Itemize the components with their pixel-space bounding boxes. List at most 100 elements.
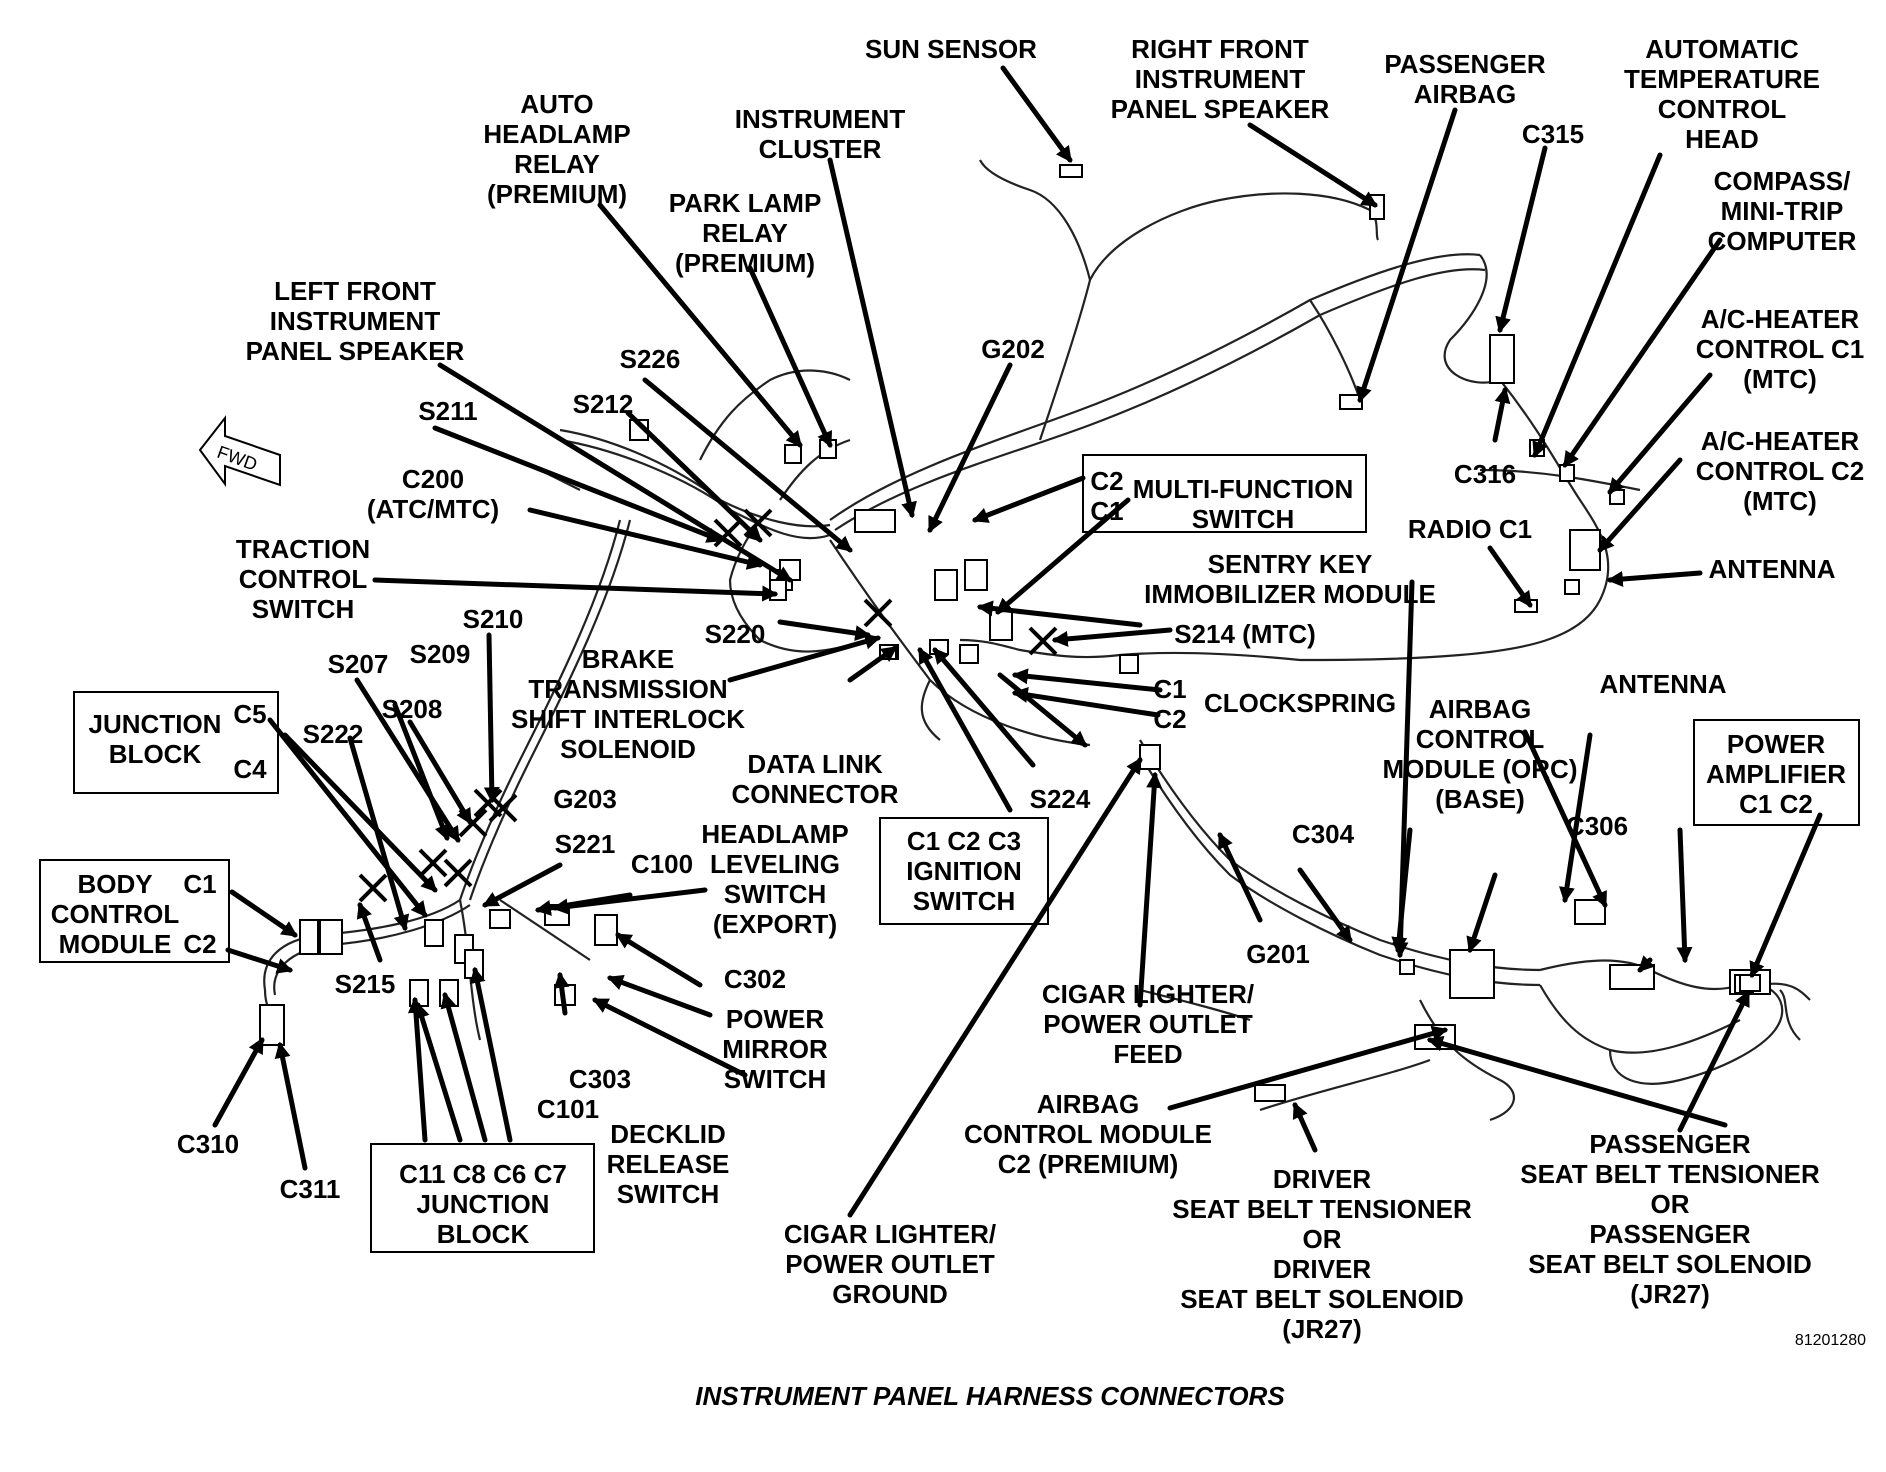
label-atc-head: AUTOMATIC TEMPERATURE CONTROL HEAD [1624, 34, 1820, 154]
label-brake-shift-interlock: BRAKE TRANSMISSION SHIFT INTERLOCK SOLEN… [511, 644, 745, 764]
label-c316: C316 [1454, 459, 1516, 489]
svg-text:C1 C2: C1 C2 [1739, 789, 1813, 819]
svg-text:TEMPERATURE: TEMPERATURE [1624, 64, 1820, 94]
svg-text:PASSENGER: PASSENGER [1384, 49, 1546, 79]
svg-text:GROUND: GROUND [832, 1279, 948, 1309]
label-c304: C304 [1292, 819, 1355, 849]
svg-text:A/C-HEATER: A/C-HEATER [1701, 304, 1860, 334]
svg-text:FEED: FEED [1113, 1039, 1182, 1069]
svg-text:AUTO: AUTO [520, 89, 593, 119]
label-c100: C100 [631, 849, 693, 879]
svg-text:CIGAR LIGHTER/: CIGAR LIGHTER/ [784, 1219, 996, 1249]
label-g203: G203 [553, 784, 617, 814]
svg-text:BRAKE: BRAKE [582, 644, 674, 674]
svg-text:CIGAR LIGHTER/: CIGAR LIGHTER/ [1042, 979, 1254, 1009]
label-s210: S210 [463, 604, 524, 634]
svg-text:C11 C8 C6 C7: C11 C8 C6 C7 [399, 1159, 567, 1189]
label-sentry-key: SENTRY KEY IMMOBILIZER MODULE [1144, 549, 1436, 609]
label-junction-block-c5-c4: JUNCTION BLOCK C5 C4 [89, 699, 268, 784]
svg-text:RELAY: RELAY [702, 218, 788, 248]
svg-text:RELEASE: RELEASE [607, 1149, 730, 1179]
svg-text:AIRBAG: AIRBAG [1037, 1089, 1140, 1119]
svg-text:C1 C2 C3: C1 C2 C3 [907, 826, 1021, 856]
svg-text:SWITCH: SWITCH [724, 1064, 827, 1094]
label-s221: S221 [555, 829, 616, 859]
label-instrument-cluster: INSTRUMENT CLUSTER [735, 104, 906, 164]
svg-text:OR: OR [1303, 1224, 1342, 1254]
svg-text:SEAT BELT TENSIONER: SEAT BELT TENSIONER [1172, 1194, 1472, 1224]
label-s222: S222 [303, 719, 364, 749]
svg-text:JUNCTION: JUNCTION [417, 1189, 550, 1219]
svg-text:INSTRUMENT: INSTRUMENT [270, 306, 441, 336]
svg-text:IMMOBILIZER MODULE: IMMOBILIZER MODULE [1144, 579, 1436, 609]
label-radio-c1: RADIO C1 [1408, 514, 1532, 544]
svg-text:(MTC): (MTC) [1743, 486, 1817, 516]
svg-text:C2: C2 [1153, 704, 1186, 734]
multi-function-switch-box [1082, 454, 1367, 533]
svg-text:JUNCTION: JUNCTION [89, 709, 222, 739]
svg-text:AIRBAG: AIRBAG [1414, 79, 1517, 109]
svg-text:PANEL SPEAKER: PANEL SPEAKER [246, 336, 465, 366]
forward-arrow-icon: FWD [198, 415, 281, 488]
label-body-control-module: BODY CONTROL MODULE C1 C2 [51, 869, 217, 959]
svg-text:POWER: POWER [726, 1004, 824, 1034]
svg-text:MINI-TRIP: MINI-TRIP [1721, 196, 1844, 226]
svg-text:CLOCKSPRING: CLOCKSPRING [1204, 688, 1396, 718]
svg-text:DRIVER: DRIVER [1273, 1254, 1371, 1284]
svg-text:C1: C1 [183, 869, 216, 899]
svg-text:C200: C200 [402, 464, 464, 494]
label-ac-heater-c1: A/C-HEATER CONTROL C1 (MTC) [1696, 304, 1865, 394]
svg-text:(JR27): (JR27) [1282, 1314, 1361, 1344]
svg-text:OR: OR [1651, 1189, 1690, 1219]
svg-text:MODULE (ORC): MODULE (ORC) [1383, 754, 1578, 784]
junction-block-c5-c4-box [73, 691, 279, 794]
svg-text:CONNECTOR: CONNECTOR [731, 779, 898, 809]
svg-text:SWITCH: SWITCH [617, 1179, 720, 1209]
label-passenger-seat-belt: PASSENGER SEAT BELT TENSIONER OR PASSENG… [1520, 1129, 1820, 1309]
svg-text:BODY: BODY [77, 869, 152, 899]
svg-text:SWITCH: SWITCH [724, 879, 827, 909]
label-s209: S209 [410, 639, 471, 669]
svg-text:TRACTION: TRACTION [236, 534, 370, 564]
svg-text:CONTROL C2: CONTROL C2 [1696, 456, 1865, 486]
label-passenger-airbag: PASSENGER AIRBAG [1384, 49, 1546, 109]
label-decklid-release: DECKLID RELEASE SWITCH [607, 1119, 730, 1209]
label-c302: C302 [724, 964, 786, 994]
svg-text:SWITCH: SWITCH [252, 594, 355, 624]
svg-text:PARK LAMP: PARK LAMP [669, 188, 822, 218]
label-antenna-lower: ANTENNA [1599, 669, 1726, 699]
svg-text:AMPLIFIER: AMPLIFIER [1706, 759, 1846, 789]
svg-text:BLOCK: BLOCK [437, 1219, 530, 1249]
diagram-title: INSTRUMENT PANEL HARNESS CONNECTORS [695, 1381, 1285, 1411]
label-auto-headlamp-relay: AUTO HEADLAMP RELAY (PREMIUM) [483, 89, 630, 209]
label-s215: S215 [335, 969, 396, 999]
svg-text:MIRROR: MIRROR [722, 1034, 828, 1064]
svg-text:C2: C2 [183, 929, 216, 959]
label-g201: G201 [1246, 939, 1310, 969]
body-control-module-box [39, 859, 230, 963]
svg-text:COMPUTER: COMPUTER [1708, 226, 1857, 256]
label-s220: S220 [705, 619, 766, 649]
svg-text:C1: C1 [1153, 674, 1186, 704]
svg-text:DATA LINK: DATA LINK [747, 749, 882, 779]
svg-text:A/C-HEATER: A/C-HEATER [1701, 426, 1860, 456]
label-driver-seat-belt: DRIVER SEAT BELT TENSIONER OR DRIVER SEA… [1172, 1164, 1472, 1344]
label-c311: C311 [280, 1174, 341, 1204]
label-s207: S207 [328, 649, 389, 679]
svg-text:IGNITION: IGNITION [906, 856, 1022, 886]
label-c303: C303 [569, 1064, 631, 1094]
svg-text:HEAD: HEAD [1685, 124, 1759, 154]
label-g202: G202 [981, 334, 1045, 364]
svg-text:C5: C5 [233, 699, 266, 729]
svg-text:CONTROL: CONTROL [51, 899, 180, 929]
svg-text:POWER: POWER [1727, 729, 1825, 759]
label-s226: S226 [620, 344, 681, 374]
svg-text:CONTROL: CONTROL [1416, 724, 1545, 754]
svg-text:CLUSTER: CLUSTER [759, 134, 882, 164]
label-s214: S214 (MTC) [1174, 619, 1316, 649]
svg-text:POWER OUTLET: POWER OUTLET [785, 1249, 995, 1279]
svg-text:LEVELING: LEVELING [710, 849, 840, 879]
svg-text:INSTRUMENT: INSTRUMENT [735, 104, 906, 134]
svg-text:COMPASS/: COMPASS/ [1714, 166, 1851, 196]
svg-text:DECKLID: DECKLID [610, 1119, 726, 1149]
